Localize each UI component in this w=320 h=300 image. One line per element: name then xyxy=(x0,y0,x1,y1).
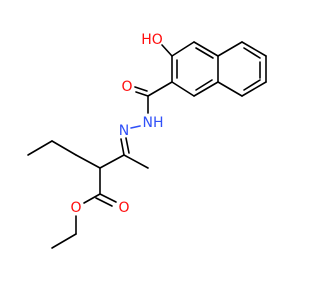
bond xyxy=(27,140,53,156)
bond-double xyxy=(135,91,149,97)
bond xyxy=(123,154,149,169)
bond-double xyxy=(95,197,113,207)
bond xyxy=(217,41,243,57)
bond xyxy=(161,44,173,57)
bond xyxy=(51,233,77,249)
carbonyl-oxygen-label: O xyxy=(121,79,132,95)
bond-double xyxy=(134,86,148,92)
bond xyxy=(241,81,267,97)
imine-n-label: N xyxy=(119,123,129,139)
bond xyxy=(147,81,173,97)
molecule-structure-diagram: HO O NH N O O xyxy=(27,32,267,249)
bond-double xyxy=(99,193,117,203)
bond xyxy=(83,193,101,204)
bond-double-inner xyxy=(243,47,261,59)
bond-double-inner xyxy=(243,79,261,91)
bond xyxy=(193,41,219,57)
bond xyxy=(99,154,125,169)
bond xyxy=(130,125,141,129)
bond xyxy=(241,41,267,57)
bond-double-inner xyxy=(195,79,213,91)
bond-double xyxy=(125,137,130,154)
bond xyxy=(171,41,195,57)
bond xyxy=(217,81,243,97)
nh-label: NH xyxy=(143,115,164,131)
bond xyxy=(171,81,195,97)
bond xyxy=(51,140,77,156)
bond-double-inner xyxy=(195,47,214,59)
bond-double xyxy=(120,138,125,156)
ester-carbonyl-oxygen-label: O xyxy=(118,200,129,216)
bond xyxy=(193,81,219,97)
hydroxyl-label: HO xyxy=(141,32,163,48)
ester-ether-oxygen-label: O xyxy=(70,200,81,216)
bond xyxy=(75,154,101,169)
